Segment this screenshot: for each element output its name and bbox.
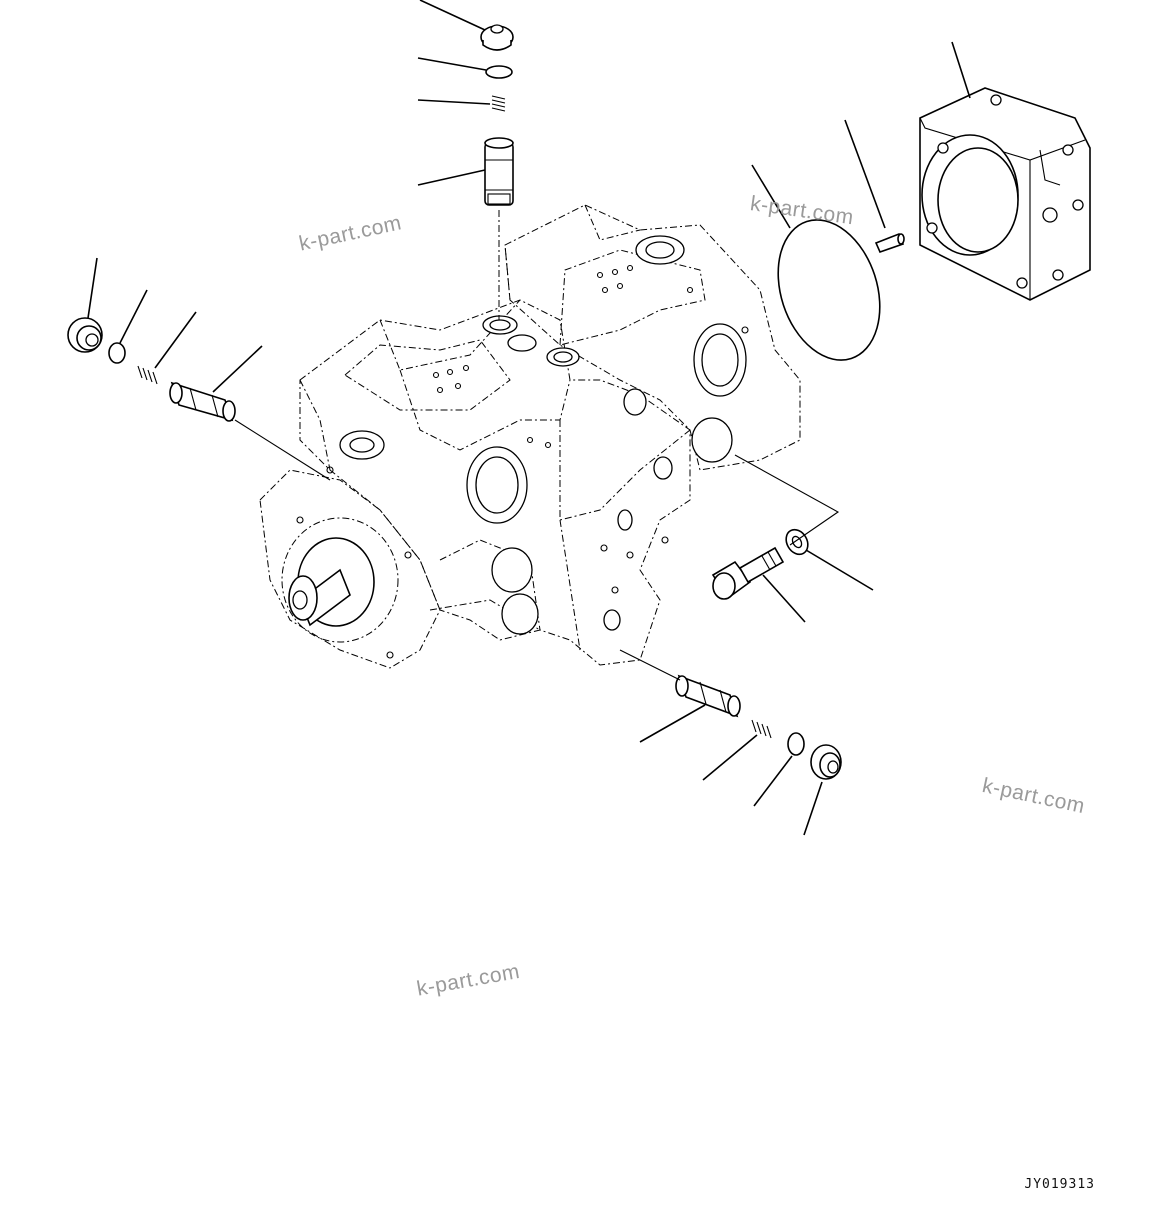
spool-top [484, 137, 514, 206]
pump-body [259, 204, 801, 669]
bolt [711, 546, 785, 600]
drawing-code: JY019313 [1024, 1177, 1095, 1192]
plug-bottom [810, 744, 842, 780]
plug-left [67, 317, 103, 353]
o-ring-bottom [787, 732, 805, 756]
spring-top [491, 95, 506, 112]
spring-bottom [751, 719, 772, 739]
spring-left [137, 365, 158, 385]
o-ring-top [485, 65, 513, 79]
pin [874, 232, 905, 253]
end-cover [919, 87, 1091, 301]
washer [785, 528, 809, 556]
o-ring-large [777, 219, 881, 361]
top-valve-set [417, 0, 514, 320]
o-ring-left [108, 342, 126, 364]
spool-bottom [675, 674, 741, 718]
bottom-valve-set [619, 649, 842, 836]
plug-top [480, 24, 514, 51]
left-valve-set [67, 257, 331, 481]
spool-left [169, 381, 236, 422]
